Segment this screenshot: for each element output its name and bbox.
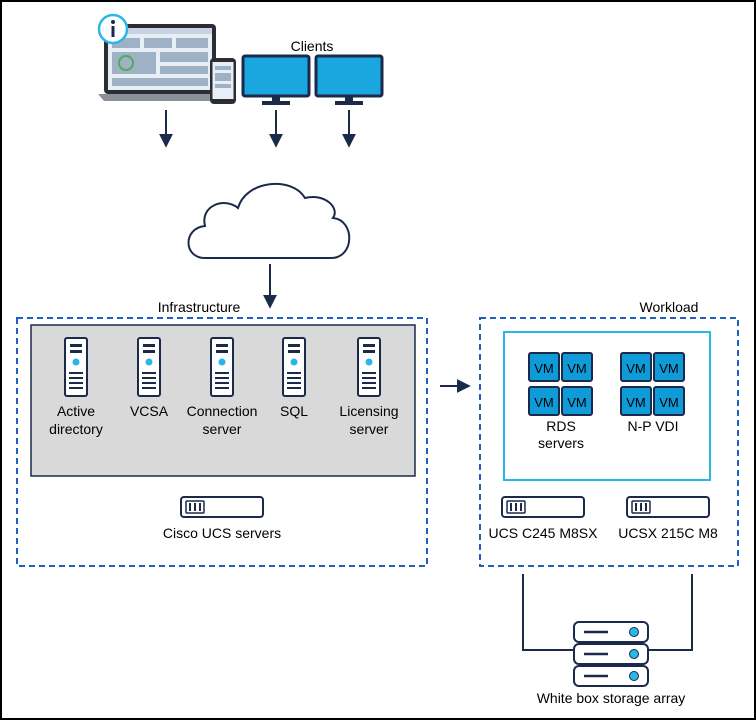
vm-tile: VM [561,386,593,416]
ucs-c245-label: UCS C245 M8SX [489,525,599,541]
server-icon [282,337,306,397]
vm-label: VM [626,361,646,376]
vm-label: VM [659,361,679,376]
infrastructure-box [16,317,428,567]
vm-label: VM [534,361,554,376]
cloud-icon [187,182,351,259]
server-label-line2: server [203,421,242,437]
vm-tile: VM [620,386,652,416]
rack-server-icon [180,496,264,518]
infra-server-sql: SQL [280,337,308,419]
vm-tile: VM [620,352,652,382]
infrastructure-label: Infrastructure [158,299,241,315]
ucsx-215c-label: UCSX 215C M8 [618,525,718,541]
server-label-line1: Licensing [339,403,398,419]
vdi-label-line1: N-P VDI [627,418,678,434]
workload-box [479,317,739,567]
infra-server-vcsa: VCSA [130,337,169,419]
info-icon [97,13,129,45]
clients-label: Clients [291,38,334,54]
server-label-line2: server [350,421,389,437]
vm-label: VM [567,361,587,376]
server-label-line1: VCSA [130,403,169,419]
vdi-vm-group: VM VM VM VM N-P VDI [620,352,685,434]
server-icon [357,337,381,397]
phone-device [210,58,236,104]
rack-server-icon [501,496,585,518]
cisco-ucs-servers-label: Cisco UCS servers [163,525,281,541]
server-label-line2: directory [49,421,103,437]
rds-vm-group: VM VM VM VM RDS servers [528,352,593,451]
server-icon [210,337,234,397]
vm-tile: VM [528,386,560,416]
server-label-line1: Connection [187,403,258,419]
vm-label: VM [567,395,587,410]
server-icon [64,337,88,397]
server-label-line1: Active [57,403,95,419]
vm-label: VM [534,395,554,410]
vm-tile: VM [653,386,685,416]
workload-label: Workload [640,299,699,315]
monitor-icon [241,54,311,105]
server-icon [137,337,161,397]
vm-label: VM [626,395,646,410]
rds-label-line1: RDS [546,418,576,434]
storage-connection-lines [522,574,693,651]
vm-tile: VM [561,352,593,382]
storage-array-icon [573,621,649,687]
rack-server-icon [626,496,710,518]
vm-tile: VM [528,352,560,382]
storage-label: White box storage array [537,690,686,706]
vm-label: VM [659,395,679,410]
monitor-icon [314,54,384,105]
infra-server-connection: Connection server [187,337,258,437]
rds-label-line2: servers [538,435,584,451]
infra-server-licensing: Licensing server [339,337,399,437]
server-label-line1: SQL [280,403,308,419]
vm-tile: VM [653,352,685,382]
laptop-device [98,24,222,101]
infra-server-active-directory: Active directory [49,337,103,437]
